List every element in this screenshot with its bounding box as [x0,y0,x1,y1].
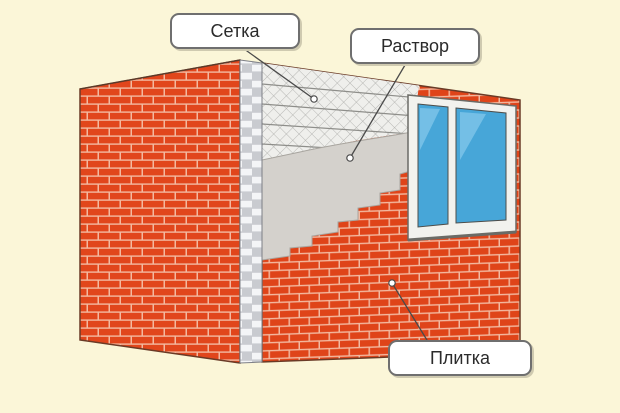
mesh-label: Сетка [170,13,300,49]
mortar-label: Раствор [350,28,480,64]
tile-label: Плитка [388,340,532,376]
side-wall [261,62,521,363]
window [407,94,517,242]
mesh-leader-dot [310,95,318,103]
mesh-leader [239,45,315,100]
roof-edge [79,59,241,90]
mesh-strips [262,83,421,149]
tile-leader-dot [388,279,396,287]
leader-lines [239,45,431,346]
mortar-leader [349,59,409,159]
tile-leader [391,282,431,346]
front-wall [79,59,241,364]
corner-tiles [239,59,263,364]
leader-dots [310,95,396,287]
mortar-leader-dot [346,154,354,162]
